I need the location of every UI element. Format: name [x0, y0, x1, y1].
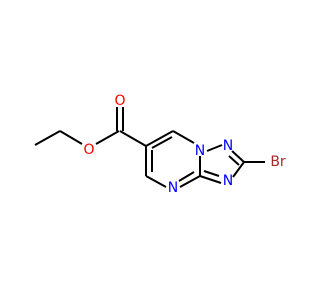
bond-carbonyl-ring: [119, 130, 147, 147]
bond-c7-n1: [172, 130, 195, 144]
bond-n3-c3a: [199, 175, 222, 184]
molecule-diagram: O O N N N N Br: [34, 93, 286, 196]
bond-ch3-ch2: [34, 130, 61, 146]
bond-o-carbonyl-c: [95, 130, 120, 145]
atom-nitrogen-n4: N: [168, 180, 178, 196]
molecule-canvas: O O N N N N Br: [34, 93, 286, 196]
bond-c6-c7: [145, 130, 174, 147]
bond-c3a-n4: [179, 175, 201, 188]
atom-carbonyl-oxygen: O: [114, 93, 125, 109]
atom-ester-oxygen: O: [83, 142, 94, 158]
bond-c2-n3: [232, 161, 245, 178]
bond-ch2-o: [59, 130, 83, 145]
bond-c3a-n4-inner: [178, 171, 195, 182]
bond-c3a-n3-double: [203, 170, 220, 177]
bond-n4-c5: [145, 175, 167, 188]
atom-nitrogen-n1: N: [195, 143, 205, 159]
atom-bromine: Br: [270, 154, 286, 170]
bond-n2-c2: [231, 150, 245, 163]
bond-n2-c2-double: [228, 155, 240, 166]
atom-nitrogen-n2: N: [223, 138, 233, 154]
bond-n1-n2: [206, 144, 223, 152]
atom-nitrogen-n3: N: [223, 173, 233, 189]
bond-c6-c7-inner: [151, 136, 173, 149]
